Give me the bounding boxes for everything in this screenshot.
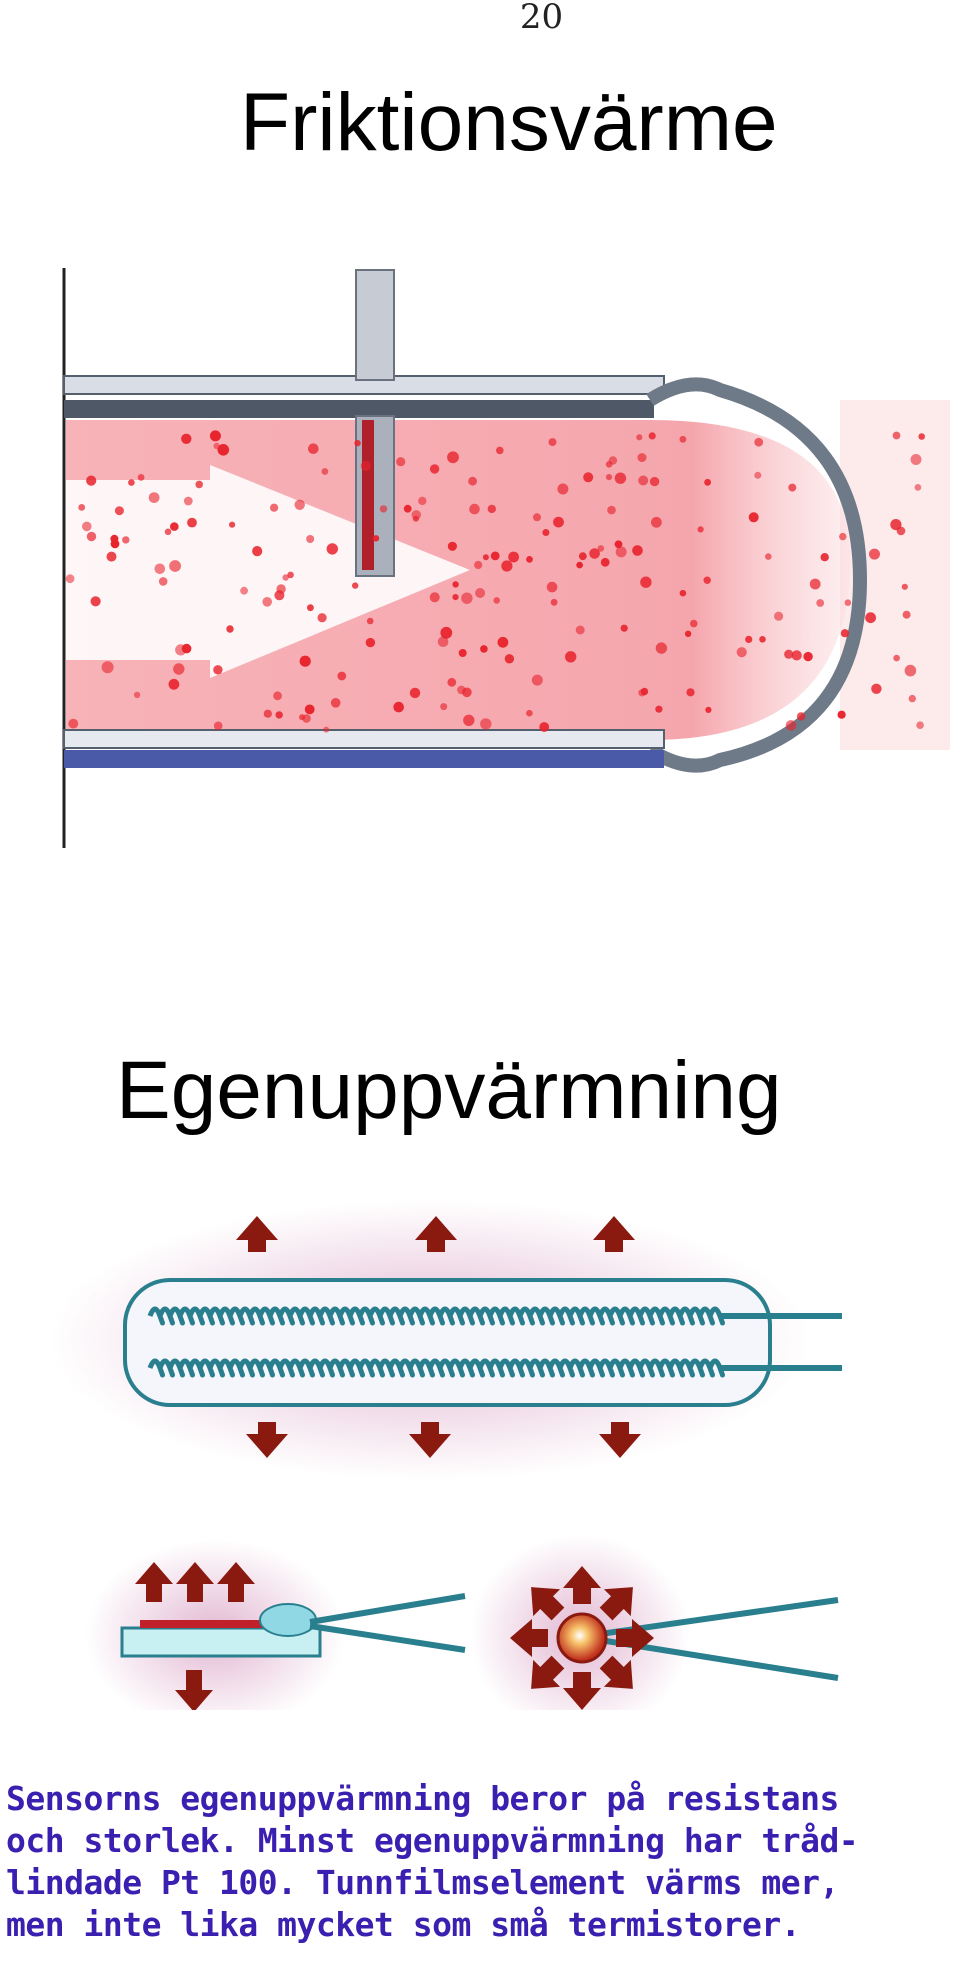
caption-line: och storlek. Minst egenuppvärmning har t…	[6, 1821, 859, 1860]
self-heating-caption: Sensorns egenuppvärmning beror på resist…	[6, 1778, 956, 1946]
caption-line: Sensorns egenuppvärmning beror på resist…	[6, 1779, 839, 1818]
caption-line: lindade Pt 100. Tunnfilmselement värms m…	[6, 1863, 839, 1902]
section-title-self-heating: Egenuppvärmning	[116, 1045, 782, 1136]
friction-heat-illustration	[62, 268, 950, 848]
caption-line: men inte lika mycket som små termistorer…	[6, 1905, 801, 1944]
section-title-friction-heat: Friktionsvärme	[240, 77, 778, 168]
page-number: 20	[519, 0, 564, 37]
self-heating-illustration	[50, 1200, 842, 1710]
